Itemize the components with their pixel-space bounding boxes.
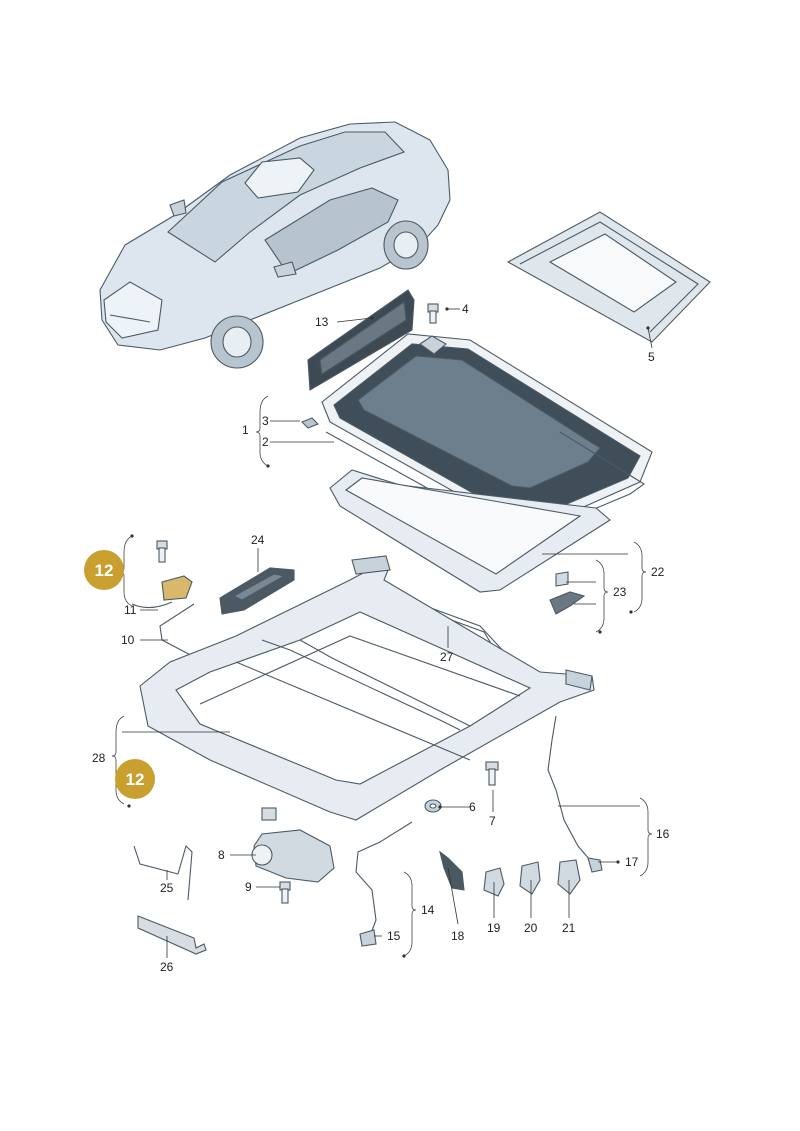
part-grease-tube (137, 915, 207, 955)
part-nut (424, 799, 442, 813)
part-sunshade (329, 469, 611, 593)
part-clip-20 (519, 861, 541, 895)
part-wind-deflector (307, 289, 415, 391)
label-21: 21 (562, 921, 576, 935)
part-roof-panel (506, 211, 711, 343)
label-23: 23 (613, 585, 627, 599)
part-guide-bracket (156, 540, 193, 601)
label-20: 20 (524, 921, 538, 935)
brackets (111, 395, 653, 957)
label-18: 18 (451, 929, 465, 943)
label-10: 10 (121, 633, 135, 647)
car-illustration (99, 121, 451, 369)
label-17: 17 (625, 855, 639, 869)
badge-12-top: 12 (84, 550, 124, 590)
label-6: 6 (469, 800, 476, 814)
part-number-labels: 1 2 3 4 5 6 7 8 9 10 11 13 14 15 16 17 1… (92, 302, 670, 974)
badge-12-bottom: 12 (115, 759, 155, 799)
leader-lines (122, 308, 653, 958)
badge-text: 12 (95, 561, 114, 580)
label-11: 11 (124, 603, 137, 617)
part-glass-panel (321, 333, 653, 529)
label-3: 3 (262, 414, 269, 428)
label-25: 25 (160, 881, 174, 895)
label-9: 9 (245, 880, 252, 894)
part-screw-top (427, 303, 439, 324)
part-clip-small (301, 417, 319, 429)
leader-dots (127, 307, 650, 958)
label-13: 13 (315, 315, 329, 329)
badge-text: 12 (126, 770, 145, 789)
label-15: 15 (387, 929, 401, 943)
part-clip-18 (439, 850, 465, 891)
part-sunroof-frame (139, 555, 595, 821)
badge-circle (115, 759, 155, 799)
part-drain-hose (547, 715, 603, 873)
label-14: 14 (421, 903, 435, 917)
badge-circle (84, 550, 124, 590)
label-5: 5 (648, 350, 655, 364)
label-19: 19 (487, 921, 501, 935)
part-latch (549, 571, 586, 615)
label-22: 22 (651, 565, 665, 579)
part-bent-wire (133, 844, 193, 901)
part-handle (219, 567, 295, 615)
label-4: 4 (462, 302, 469, 316)
part-motor (251, 807, 335, 883)
part-motor-screw (279, 881, 291, 904)
part-bolt (485, 761, 499, 786)
label-8: 8 (218, 848, 225, 862)
label-27: 27 (440, 650, 454, 664)
label-24: 24 (251, 533, 265, 547)
label-2: 2 (262, 435, 269, 449)
part-wire-harness (355, 821, 413, 947)
label-7: 7 (489, 814, 496, 828)
label-1: 1 (242, 423, 249, 437)
label-26: 26 (160, 960, 174, 974)
label-16: 16 (656, 827, 670, 841)
label-28: 28 (92, 751, 106, 765)
part-clip-21 (557, 859, 581, 895)
